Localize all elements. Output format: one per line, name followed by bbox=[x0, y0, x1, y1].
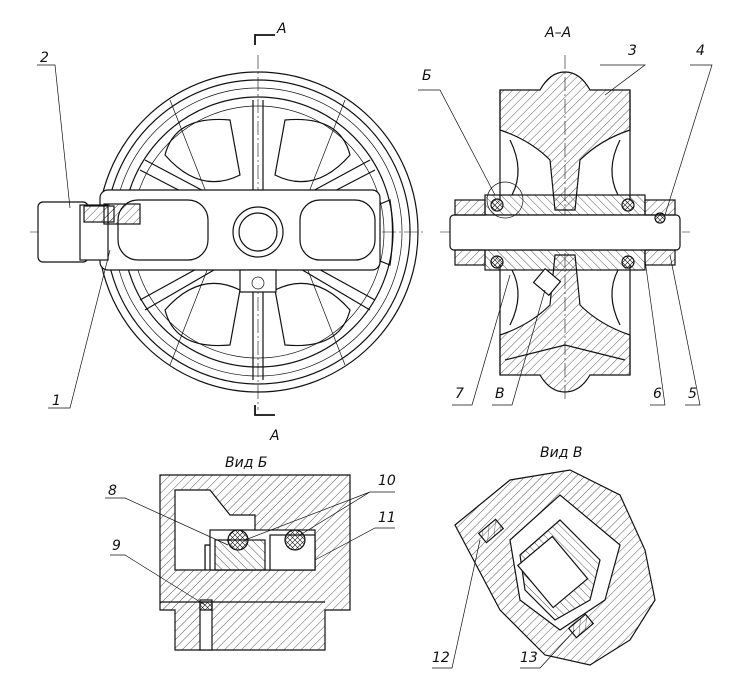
label-10: 10 bbox=[378, 473, 396, 489]
label-13: 13 bbox=[520, 650, 538, 666]
label-5: 5 bbox=[688, 386, 697, 402]
label-7: 7 bbox=[455, 386, 464, 402]
section-title: А–А bbox=[544, 25, 571, 41]
hub-bar bbox=[99, 189, 381, 293]
label-8: 8 bbox=[108, 483, 117, 499]
label-4: 4 bbox=[696, 43, 705, 59]
end-cap bbox=[37, 201, 141, 263]
label-v-mark: В bbox=[495, 386, 505, 402]
label-9: 9 bbox=[112, 538, 121, 554]
section-mark-bottom: A bbox=[254, 405, 280, 444]
section-mark-top: A bbox=[254, 21, 287, 45]
view-v: Вид В 12 13 bbox=[432, 445, 656, 669]
label-3: 3 bbox=[628, 43, 637, 59]
section-label-top: A bbox=[276, 21, 287, 37]
view-b: Вид Б 8 9 10 11 bbox=[105, 455, 396, 651]
label-b-mark: Б bbox=[422, 68, 432, 84]
label-2: 2 bbox=[40, 50, 49, 66]
section-view: А–А Б 3 4 7 В bbox=[418, 25, 713, 406]
section-label-bottom: A bbox=[269, 428, 280, 444]
front-view: A A 2 1 bbox=[30, 21, 425, 444]
view-v-title: Вид В bbox=[540, 445, 582, 461]
label-6: 6 bbox=[653, 386, 662, 402]
label-1: 1 bbox=[52, 393, 61, 409]
label-11: 11 bbox=[378, 510, 396, 526]
label-12: 12 bbox=[432, 650, 450, 666]
view-b-title: Вид Б bbox=[225, 455, 267, 471]
